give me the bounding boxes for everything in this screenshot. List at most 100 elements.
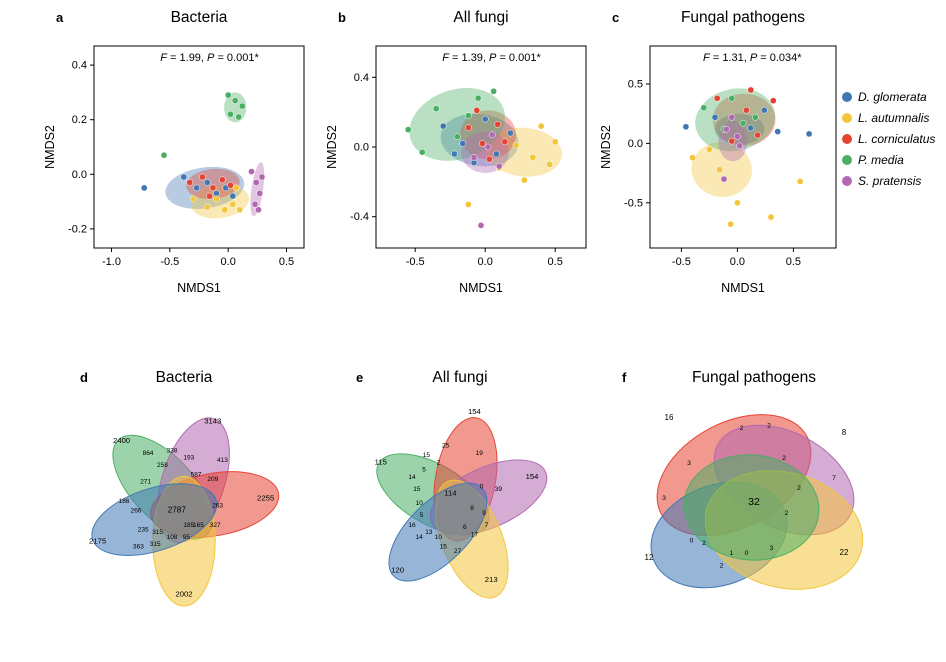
svg-text:15: 15	[440, 543, 448, 550]
svg-text:0.5: 0.5	[786, 256, 801, 268]
svg-text:7: 7	[832, 475, 836, 482]
svg-text:8: 8	[470, 505, 474, 512]
svg-text:-0.4: -0.4	[350, 211, 369, 223]
svg-text:0.4: 0.4	[354, 72, 369, 84]
svg-text:2255: 2255	[257, 493, 274, 502]
svg-text:NMDS2: NMDS2	[325, 125, 339, 169]
svg-text:154: 154	[468, 407, 482, 416]
svg-text:F = 1.39, P = 0.001*: F = 1.39, P = 0.001*	[442, 52, 541, 64]
legend-item: L. corniculatus	[842, 128, 944, 149]
svg-text:363: 363	[133, 543, 144, 550]
panel-d-header: d Bacteria	[52, 366, 316, 390]
svg-text:5: 5	[420, 512, 424, 519]
svg-text:1: 1	[730, 550, 734, 557]
panel-d-title: Bacteria	[155, 369, 213, 386]
legend-dot-icon	[842, 175, 852, 186]
svg-text:0.5: 0.5	[279, 256, 294, 268]
svg-text:NMDS2: NMDS2	[43, 125, 57, 169]
svg-text:2: 2	[785, 510, 789, 517]
svg-text:-0.2: -0.2	[68, 223, 87, 235]
svg-text:2175: 2175	[89, 537, 106, 546]
svg-text:3: 3	[662, 495, 666, 502]
svg-text:338: 338	[167, 447, 178, 454]
svg-text:864: 864	[143, 450, 154, 457]
svg-text:14: 14	[408, 474, 416, 481]
svg-text:16: 16	[665, 413, 674, 422]
svg-text:0.5: 0.5	[548, 256, 563, 268]
svg-text:115: 115	[375, 457, 387, 466]
svg-text:17: 17	[471, 531, 479, 538]
svg-text:-0.5: -0.5	[160, 256, 179, 268]
svg-text:271: 271	[140, 479, 151, 486]
legend-dot-icon	[842, 154, 852, 165]
svg-text:-0.5: -0.5	[406, 256, 425, 268]
panel-a-letter: a	[56, 10, 64, 25]
svg-text:32: 32	[748, 496, 760, 508]
svg-text:14: 14	[416, 534, 424, 541]
svg-text:185: 185	[183, 522, 194, 529]
panel-b-title: All fungi	[453, 9, 509, 26]
svg-text:315: 315	[150, 541, 161, 548]
svg-text:186: 186	[119, 498, 130, 505]
svg-text:258: 258	[157, 462, 168, 469]
legend-dot-icon	[842, 133, 852, 144]
svg-text:15: 15	[413, 486, 421, 493]
svg-text:0.0: 0.0	[354, 142, 369, 154]
svg-text:2: 2	[767, 423, 771, 430]
svg-text:315: 315	[152, 529, 163, 536]
svg-text:9: 9	[482, 510, 486, 517]
svg-text:114: 114	[444, 489, 457, 498]
svg-text:413: 413	[217, 457, 228, 464]
legend-label: P. media	[858, 152, 904, 167]
svg-text:8: 8	[842, 428, 847, 437]
panel-a-header: a Bacteria	[40, 6, 316, 30]
legend-item: P. media	[842, 149, 944, 170]
svg-text:0.4: 0.4	[72, 60, 87, 72]
svg-text:587: 587	[191, 471, 202, 478]
svg-text:0.0: 0.0	[628, 138, 643, 150]
svg-text:165: 165	[193, 522, 204, 529]
panel-f-letter: f	[622, 370, 627, 385]
svg-text:22: 22	[840, 548, 849, 557]
panel-f-header: f Fungal pathogens	[598, 366, 910, 390]
svg-text:0.0: 0.0	[221, 256, 236, 268]
svg-text:5: 5	[422, 467, 426, 474]
legend-item: L. autumnalis	[842, 107, 944, 128]
svg-text:3: 3	[687, 460, 691, 467]
svg-text:12: 12	[645, 553, 654, 562]
svg-text:F = 1.99, P = 0.001*: F = 1.99, P = 0.001*	[160, 52, 259, 64]
svg-text:193: 193	[183, 455, 194, 462]
svg-text:0.0: 0.0	[730, 256, 745, 268]
svg-text:2002: 2002	[175, 589, 192, 598]
legend-dot-icon	[842, 91, 852, 102]
legend-label: D. glomerata	[858, 89, 927, 104]
svg-text:16: 16	[408, 522, 416, 529]
svg-text:266: 266	[131, 507, 142, 514]
svg-text:2: 2	[720, 563, 724, 570]
svg-text:0: 0	[745, 550, 749, 557]
svg-text:NMDS1: NMDS1	[459, 281, 503, 295]
svg-text:0: 0	[690, 538, 694, 545]
panel-c-title: Fungal pathogens	[680, 9, 806, 26]
svg-text:2: 2	[702, 540, 706, 547]
svg-text:NMDS1: NMDS1	[177, 281, 221, 295]
svg-text:0.0: 0.0	[72, 169, 87, 181]
legend-item: D. glomerata	[842, 86, 944, 107]
svg-text:213: 213	[485, 575, 498, 584]
svg-text:0.0: 0.0	[478, 256, 493, 268]
panel-e-header: e All fungi	[328, 366, 592, 390]
svg-text:120: 120	[391, 565, 404, 574]
svg-text:10: 10	[416, 500, 424, 507]
svg-text:10: 10	[435, 534, 443, 541]
svg-text:7: 7	[485, 522, 489, 529]
svg-text:327: 327	[210, 522, 221, 529]
svg-text:0.5: 0.5	[628, 79, 643, 91]
